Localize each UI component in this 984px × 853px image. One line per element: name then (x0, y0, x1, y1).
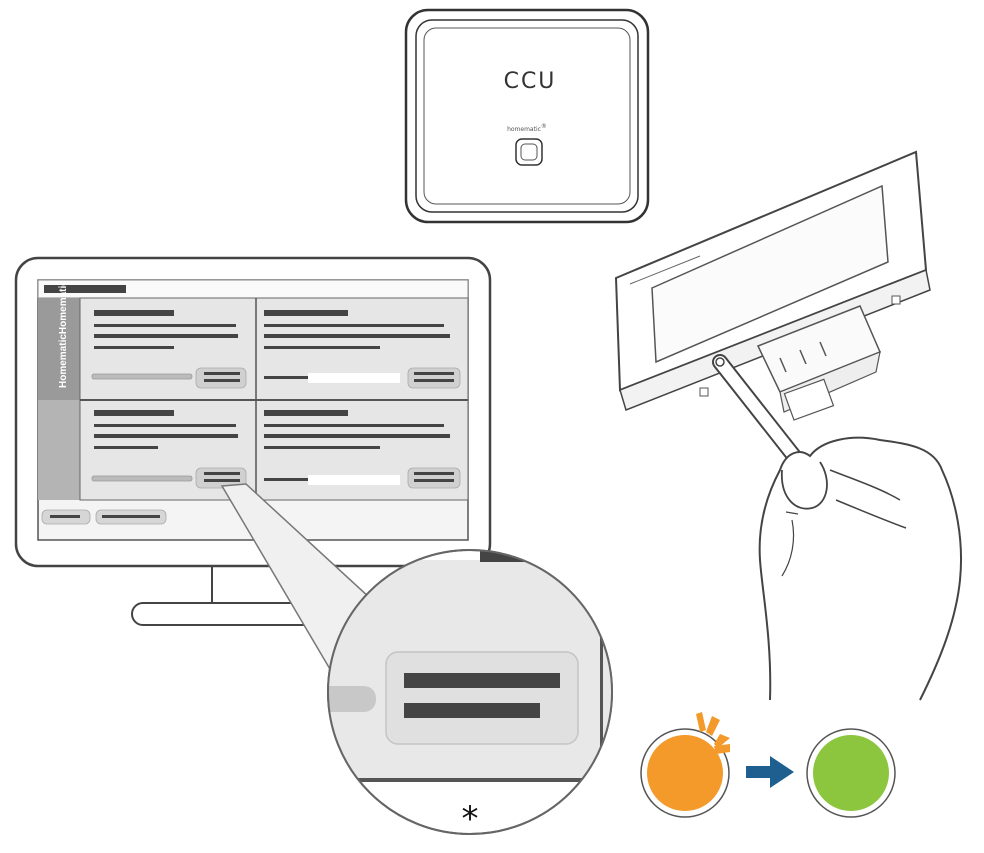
sidebar-label: HomematicHomematic (58, 280, 69, 388)
device-card[interactable] (264, 410, 461, 489)
monitor: HomematicHomematic (14, 256, 492, 626)
device-card[interactable] (91, 310, 247, 389)
magnifier-callout: * (220, 483, 613, 839)
wall-device (614, 150, 931, 421)
card-action-button[interactable] (407, 467, 461, 489)
device-card[interactable] (91, 410, 247, 489)
ccu-label: CCU (504, 69, 557, 94)
led-before (647, 735, 723, 811)
ccu-button[interactable] (515, 138, 543, 166)
led-after (813, 735, 889, 811)
status-leds (640, 712, 896, 818)
device-card[interactable] (264, 310, 461, 389)
hand (758, 436, 963, 701)
wall-device-display (651, 184, 889, 364)
screen-title-bar (44, 285, 126, 293)
arrow-right-icon (746, 756, 794, 788)
callout-marker: * (462, 799, 479, 839)
ccu-brand: homematic (507, 126, 541, 133)
magnified-action-button[interactable] (385, 651, 579, 745)
led-flash-icon (696, 712, 730, 754)
card-action-button[interactable] (407, 367, 461, 389)
card-action-button[interactable] (195, 367, 247, 389)
svg-text:homematic®: homematic® (507, 123, 547, 133)
ccu-device: CCU homematic® (404, 8, 650, 224)
ccu-brand-mark: ® (541, 123, 547, 130)
